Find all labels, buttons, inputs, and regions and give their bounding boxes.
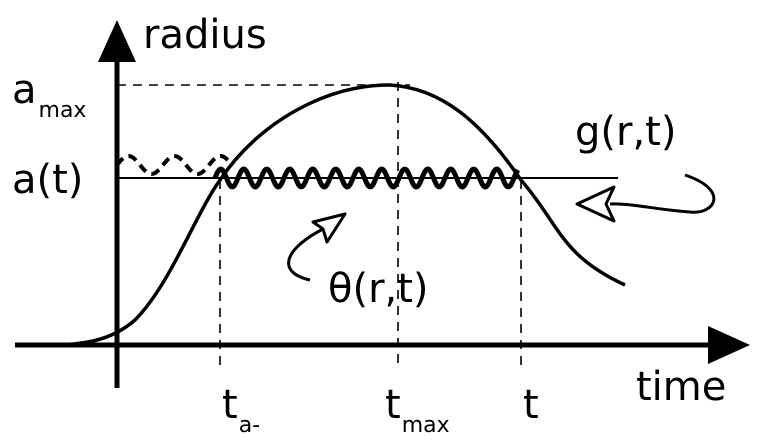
theta-dotted-wave <box>115 153 230 177</box>
g-arrow-shaft <box>609 173 716 214</box>
t-max-sub: max <box>402 413 450 438</box>
t-max-label: tmax <box>385 382 450 438</box>
g-curve <box>19 83 626 348</box>
a-max-label: amax <box>12 67 86 123</box>
a-max-main: a <box>12 67 37 113</box>
axes <box>15 20 750 388</box>
a-max-sub: max <box>39 98 87 123</box>
theta-label: θ(r,t) <box>328 266 429 312</box>
t-label: t <box>523 382 539 428</box>
y-axis-arrowhead <box>98 20 136 62</box>
theta-pointer-arrow <box>287 212 347 282</box>
t-a-minus-main: t <box>222 382 238 428</box>
theta-arrowhead <box>311 212 347 244</box>
g-arrowhead <box>575 185 616 223</box>
x-axis-label: time <box>636 364 726 410</box>
y-axis-label: radius <box>143 12 267 58</box>
theta-wave <box>212 166 521 190</box>
g-label: g(r,t) <box>575 109 676 155</box>
theta-arrow-shaft <box>287 226 326 282</box>
t-a-minus-sub: a- <box>239 413 260 438</box>
a-t-label: a(t) <box>12 157 83 203</box>
guide-lines <box>117 82 522 365</box>
t-a-minus-label: ta- <box>222 382 260 438</box>
x-axis-arrowhead <box>708 326 750 364</box>
g-pointer-arrow <box>575 173 716 223</box>
t-max-main: t <box>385 382 401 428</box>
